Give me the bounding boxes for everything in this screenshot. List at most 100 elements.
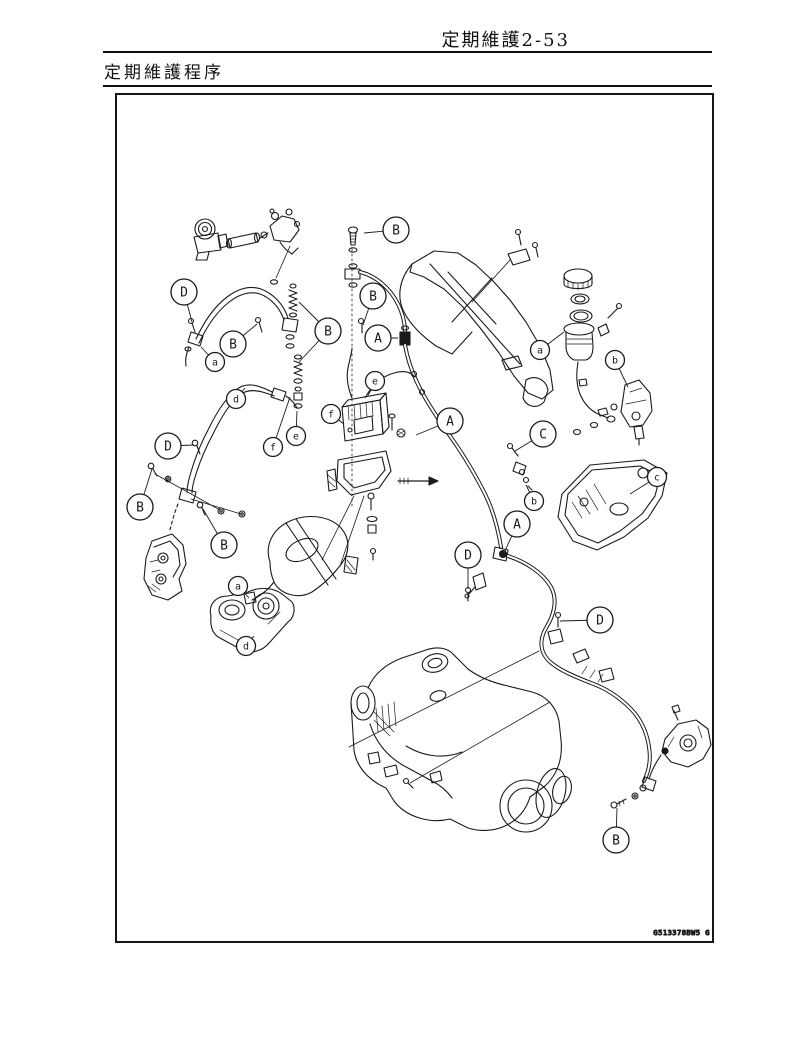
section-rule (103, 85, 712, 87)
frame-fasteners (506, 442, 533, 491)
callout-circle-a (227, 575, 249, 597)
steering-stem-clamp (209, 587, 295, 653)
callout-circle-d (235, 635, 257, 657)
callout-letter-f: f (328, 410, 334, 421)
callout-letter-D: D (164, 440, 172, 455)
callout-labels: B D B B B A A C A D D B B D Ba d e f e f a b b c a d (126, 216, 668, 854)
callout-letter-f: f (270, 443, 276, 454)
callout-letter-B: B (612, 834, 620, 849)
header-rule (103, 51, 712, 53)
callout-A: A (436, 407, 464, 435)
callout-letter-B: B (369, 290, 377, 305)
callout-circle-D (586, 606, 614, 634)
rear-hose-lower (464, 546, 652, 783)
callout-e: e (285, 425, 307, 447)
rear-reservoir-assembly (563, 268, 623, 436)
front-caliper (143, 533, 187, 601)
section-title: 定期維護程序 (104, 63, 224, 83)
callout-letter-B: B (392, 224, 400, 239)
callout-letter-D: D (464, 549, 472, 564)
callout-letter-B: B (220, 539, 228, 554)
callout-circle-B (219, 330, 247, 358)
swingarm (348, 647, 572, 833)
callout-letter-e: e (293, 432, 299, 443)
callout-letter-a: a (537, 346, 543, 357)
callout-letter-B: B (229, 338, 237, 353)
callout-e: e (364, 370, 386, 392)
callout-circle-B (382, 216, 410, 244)
callout-circle-C (529, 420, 557, 448)
callout-circle-B (126, 493, 154, 521)
brake-hose-routing-diagram: G513378BW5 G B D B B B A A C A D D B B D Ba d e f e f a b b c a d (126, 208, 712, 938)
callout-circle-c (646, 466, 668, 488)
rear-caliper (610, 704, 712, 809)
callout-letter-A: A (513, 518, 521, 533)
callout-a: a (204, 351, 226, 373)
callout-letter-A: A (374, 332, 382, 347)
callout-circle-e (285, 425, 307, 447)
callout-circle-D (454, 541, 482, 569)
rear-frame-bracket (399, 228, 554, 407)
callout-letter-b: b (531, 497, 537, 508)
callout-circle-A (436, 407, 464, 435)
callout-B: B (382, 216, 410, 244)
rear-hose-upper (403, 343, 503, 549)
heel-guard-bracket (557, 459, 668, 551)
callout-b: b (523, 490, 545, 512)
front-fender-part (251, 495, 377, 601)
callout-B: B (359, 282, 387, 310)
callout-letter-A: A (446, 415, 454, 430)
callout-d: d (235, 635, 257, 657)
abs-hydraulic-unit (341, 347, 416, 442)
callout-D: D (454, 541, 482, 569)
callout-B: B (126, 493, 154, 521)
callout-letter-D: D (596, 614, 604, 629)
callout-a: a (529, 339, 551, 361)
callout-circle-D (170, 278, 198, 306)
callout-B: B (219, 330, 247, 358)
rear-master-cylinder (620, 379, 653, 446)
callout-B: B (602, 826, 630, 854)
callout-circle-f (320, 403, 342, 425)
callout-circle-a (529, 339, 551, 361)
center-banjo-assembly (344, 226, 411, 508)
callout-C: C (529, 420, 557, 448)
callout-f: f (320, 403, 342, 425)
callout-letter-C: C (539, 428, 547, 443)
callout-circle-b (523, 490, 545, 512)
front-brake-hoses (184, 283, 303, 409)
callout-letter-B: B (324, 325, 332, 340)
callout-circle-b (604, 349, 626, 371)
page-title: 定期維護2-53 (441, 30, 570, 51)
callout-circle-d (225, 388, 247, 410)
callout-A: A (503, 510, 531, 538)
callout-b: b (604, 349, 626, 371)
callout-D: D (170, 278, 198, 306)
callout-A: A (364, 324, 392, 352)
callout-letter-e: e (372, 377, 378, 388)
callout-d: d (225, 388, 247, 410)
callout-B: B (314, 317, 342, 345)
callout-f: f (262, 436, 284, 458)
figure-code: G513378BW5 G (653, 929, 710, 937)
callout-a: a (227, 575, 249, 597)
callout-letter-d: d (233, 395, 239, 406)
callout-letter-b: b (612, 356, 618, 367)
callout-letter-c: c (654, 473, 660, 484)
diagram-art: G513378BW5 G (143, 208, 712, 938)
callout-c: c (646, 466, 668, 488)
callout-circle-B (359, 282, 387, 310)
callout-letter-D: D (180, 286, 188, 301)
callout-letter-B: B (136, 501, 144, 516)
callout-D: D (154, 432, 182, 460)
callout-D: D (586, 606, 614, 634)
callout-B: B (210, 531, 238, 559)
callout-circle-B (210, 531, 238, 559)
callout-letter-a: a (235, 582, 241, 593)
abs-bracket (326, 450, 439, 534)
callout-circle-f (262, 436, 284, 458)
callout-letter-d: d (243, 642, 249, 653)
brake-hose-union (269, 208, 301, 285)
callout-letter-a: a (212, 358, 218, 369)
